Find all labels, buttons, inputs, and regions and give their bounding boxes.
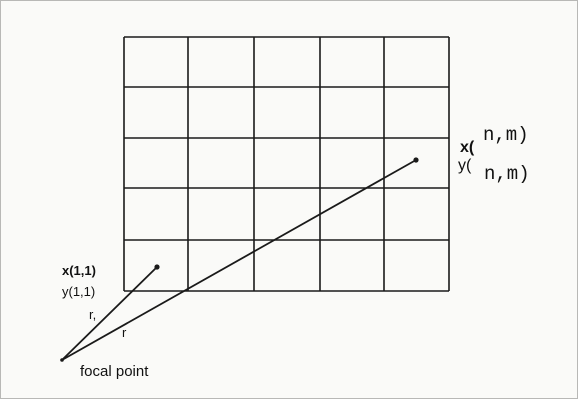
focal-point-marker <box>60 358 64 362</box>
ray-r1 <box>61 266 158 361</box>
label-x-nm-prefix: x( <box>460 139 475 156</box>
label-r1: r, <box>89 307 97 322</box>
label-y-nm-index: n,m) <box>484 163 530 185</box>
ray-r <box>61 159 417 361</box>
label-x-nm-index: n,m) <box>483 124 529 146</box>
label-r: r <box>122 325 127 340</box>
label-x-11: x(1,1) <box>62 263 96 278</box>
label-y-nm-prefix: y( <box>458 157 472 174</box>
point-11 <box>154 264 160 270</box>
label-y-11: y(1,1) <box>62 284 96 299</box>
point-nm <box>413 157 419 163</box>
pixel-grid <box>123 36 450 292</box>
label-focal-point: focal point <box>80 363 149 380</box>
